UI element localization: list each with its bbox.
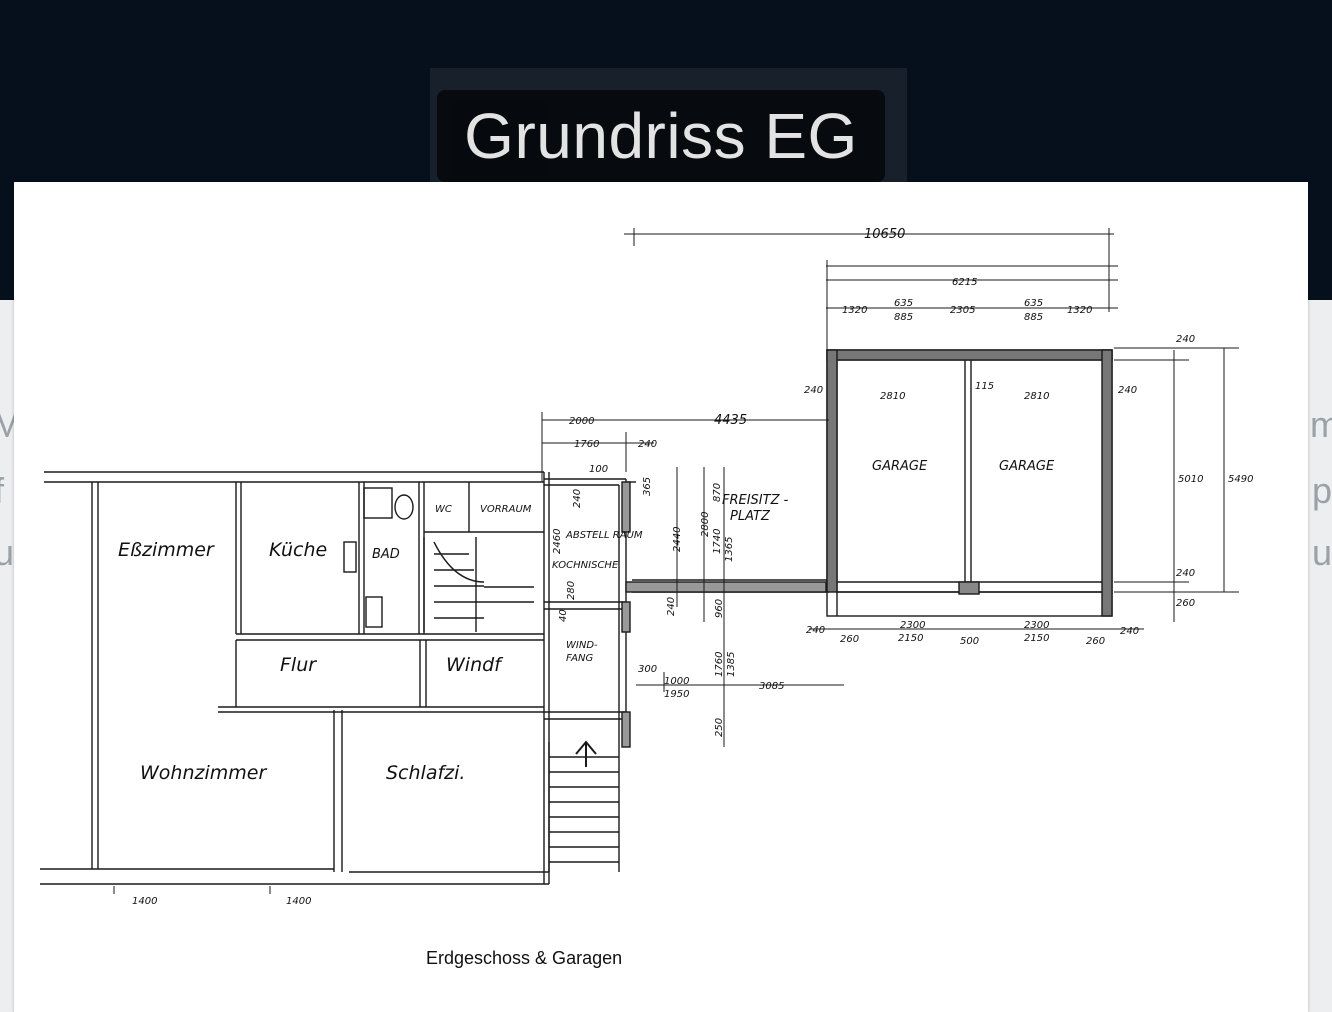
room-label: Flur xyxy=(280,654,317,676)
edge-letter: m xyxy=(1310,404,1332,445)
dimension-label: 870 xyxy=(712,483,723,502)
edge-letter: f xyxy=(0,470,4,512)
dimension-label: 2300 xyxy=(900,620,925,631)
dimension-label: 2000 xyxy=(569,416,594,427)
dimension-label: 2800 xyxy=(700,512,711,537)
room-label: GARAGE xyxy=(872,459,928,474)
dimension-label: 40 xyxy=(558,609,569,622)
floorplan-walls xyxy=(40,349,1113,885)
room-label: VORRAUM xyxy=(480,504,532,515)
dimension-label: 1000 xyxy=(664,676,689,687)
dimension-label: 5490 xyxy=(1228,474,1253,485)
dimension-label: 2460 xyxy=(552,529,563,554)
room-label: PLATZ xyxy=(730,509,771,524)
room-label: Schlafzi. xyxy=(386,762,465,784)
dimension-lines xyxy=(113,228,1239,894)
edge-letter: u xyxy=(1312,532,1332,573)
dimension-label: 1400 xyxy=(132,896,157,907)
dimension-label: 5010 xyxy=(1178,474,1203,485)
dimension-label: 2300 xyxy=(1024,620,1049,631)
dimension-label: 1950 xyxy=(664,689,689,700)
room-label: KOCHNISCHE xyxy=(552,560,619,571)
room-label: ABSTELL RAUM xyxy=(565,530,643,541)
dimension-labels: 10650 6215 1320 635 885 2305 635 885 132… xyxy=(132,227,1253,907)
dimension-label: 885 xyxy=(894,312,913,323)
dimension-label: 100 xyxy=(589,464,608,475)
dimension-label: 1760 xyxy=(714,652,725,677)
dimension-label: 240 xyxy=(1120,626,1139,637)
dimension-label: 300 xyxy=(638,664,657,675)
dimension-label: 1740 xyxy=(712,529,723,554)
dimension-label: 250 xyxy=(714,718,725,737)
dimension-label: 260 xyxy=(840,634,859,645)
dimension-label: 500 xyxy=(960,636,979,647)
room-label: Wohnzimmer xyxy=(140,762,267,784)
dimension-label: 115 xyxy=(975,381,994,392)
room-label: WIND- xyxy=(566,640,598,651)
dimension-label: 240 xyxy=(1176,334,1195,345)
room-label: FANG xyxy=(566,653,593,664)
dimension-label: 635 xyxy=(894,298,913,309)
edge-letter: p xyxy=(1312,470,1332,511)
dimension-label: 240 xyxy=(806,625,825,636)
dimension-label: 1385 xyxy=(726,652,737,677)
room-label: GARAGE xyxy=(999,459,1055,474)
dimension-label: 1400 xyxy=(286,896,311,907)
dimension-label: 2810 xyxy=(880,391,905,402)
dimension-label: 280 xyxy=(566,581,577,600)
caption-title: Grundriss EG xyxy=(464,100,858,172)
dimension-label: 260 xyxy=(1176,598,1195,609)
dimension-label: 4435 xyxy=(714,413,747,428)
room-label: WC xyxy=(435,504,452,515)
room-label: Küche xyxy=(269,539,327,561)
dimension-label: 1320 xyxy=(842,305,867,316)
dimension-label: 1760 xyxy=(574,439,599,450)
dimension-label: 240 xyxy=(666,597,677,616)
dimension-label: 2150 xyxy=(898,633,923,644)
room-label: FREISITZ - xyxy=(722,493,789,508)
dimension-label: 960 xyxy=(714,599,725,618)
floorplan-caption: Erdgeschoss & Garagen xyxy=(426,948,623,968)
dimension-label: 240 xyxy=(572,489,583,508)
dimension-label: 635 xyxy=(1024,298,1043,309)
room-label: BAD xyxy=(372,547,400,562)
dimension-label: 260 xyxy=(1086,636,1105,647)
dimension-label: 240 xyxy=(804,385,823,396)
dimension-label: 1320 xyxy=(1067,305,1092,316)
room-label: Windf xyxy=(446,654,504,676)
dimension-label: 240 xyxy=(1118,385,1137,396)
dimension-label: 2810 xyxy=(1024,391,1049,402)
dimension-label: 365 xyxy=(642,477,653,496)
dimension-label: 10650 xyxy=(864,227,905,242)
dimension-label: 2305 xyxy=(950,305,975,316)
dimension-label: 885 xyxy=(1024,312,1043,323)
caption-bar: Grundriss EG xyxy=(437,90,885,182)
dimension-label: 240 xyxy=(1176,568,1195,579)
floorplan-card: Eßzimmer Küche BAD WC VORRAUM ABSTELL RA… xyxy=(14,182,1308,1012)
floorplan-drawing: Eßzimmer Küche BAD WC VORRAUM ABSTELL RA… xyxy=(40,227,1253,907)
dimension-label: 3085 xyxy=(759,681,784,692)
dimension-label: 6215 xyxy=(952,277,977,288)
room-label: Eßzimmer xyxy=(118,539,215,561)
edge-letter: u xyxy=(0,532,15,573)
dimension-label: 240 xyxy=(638,439,657,450)
dimension-label: 1365 xyxy=(724,537,735,562)
dimension-label: 2440 xyxy=(672,527,683,552)
dimension-label: 2150 xyxy=(1024,633,1049,644)
